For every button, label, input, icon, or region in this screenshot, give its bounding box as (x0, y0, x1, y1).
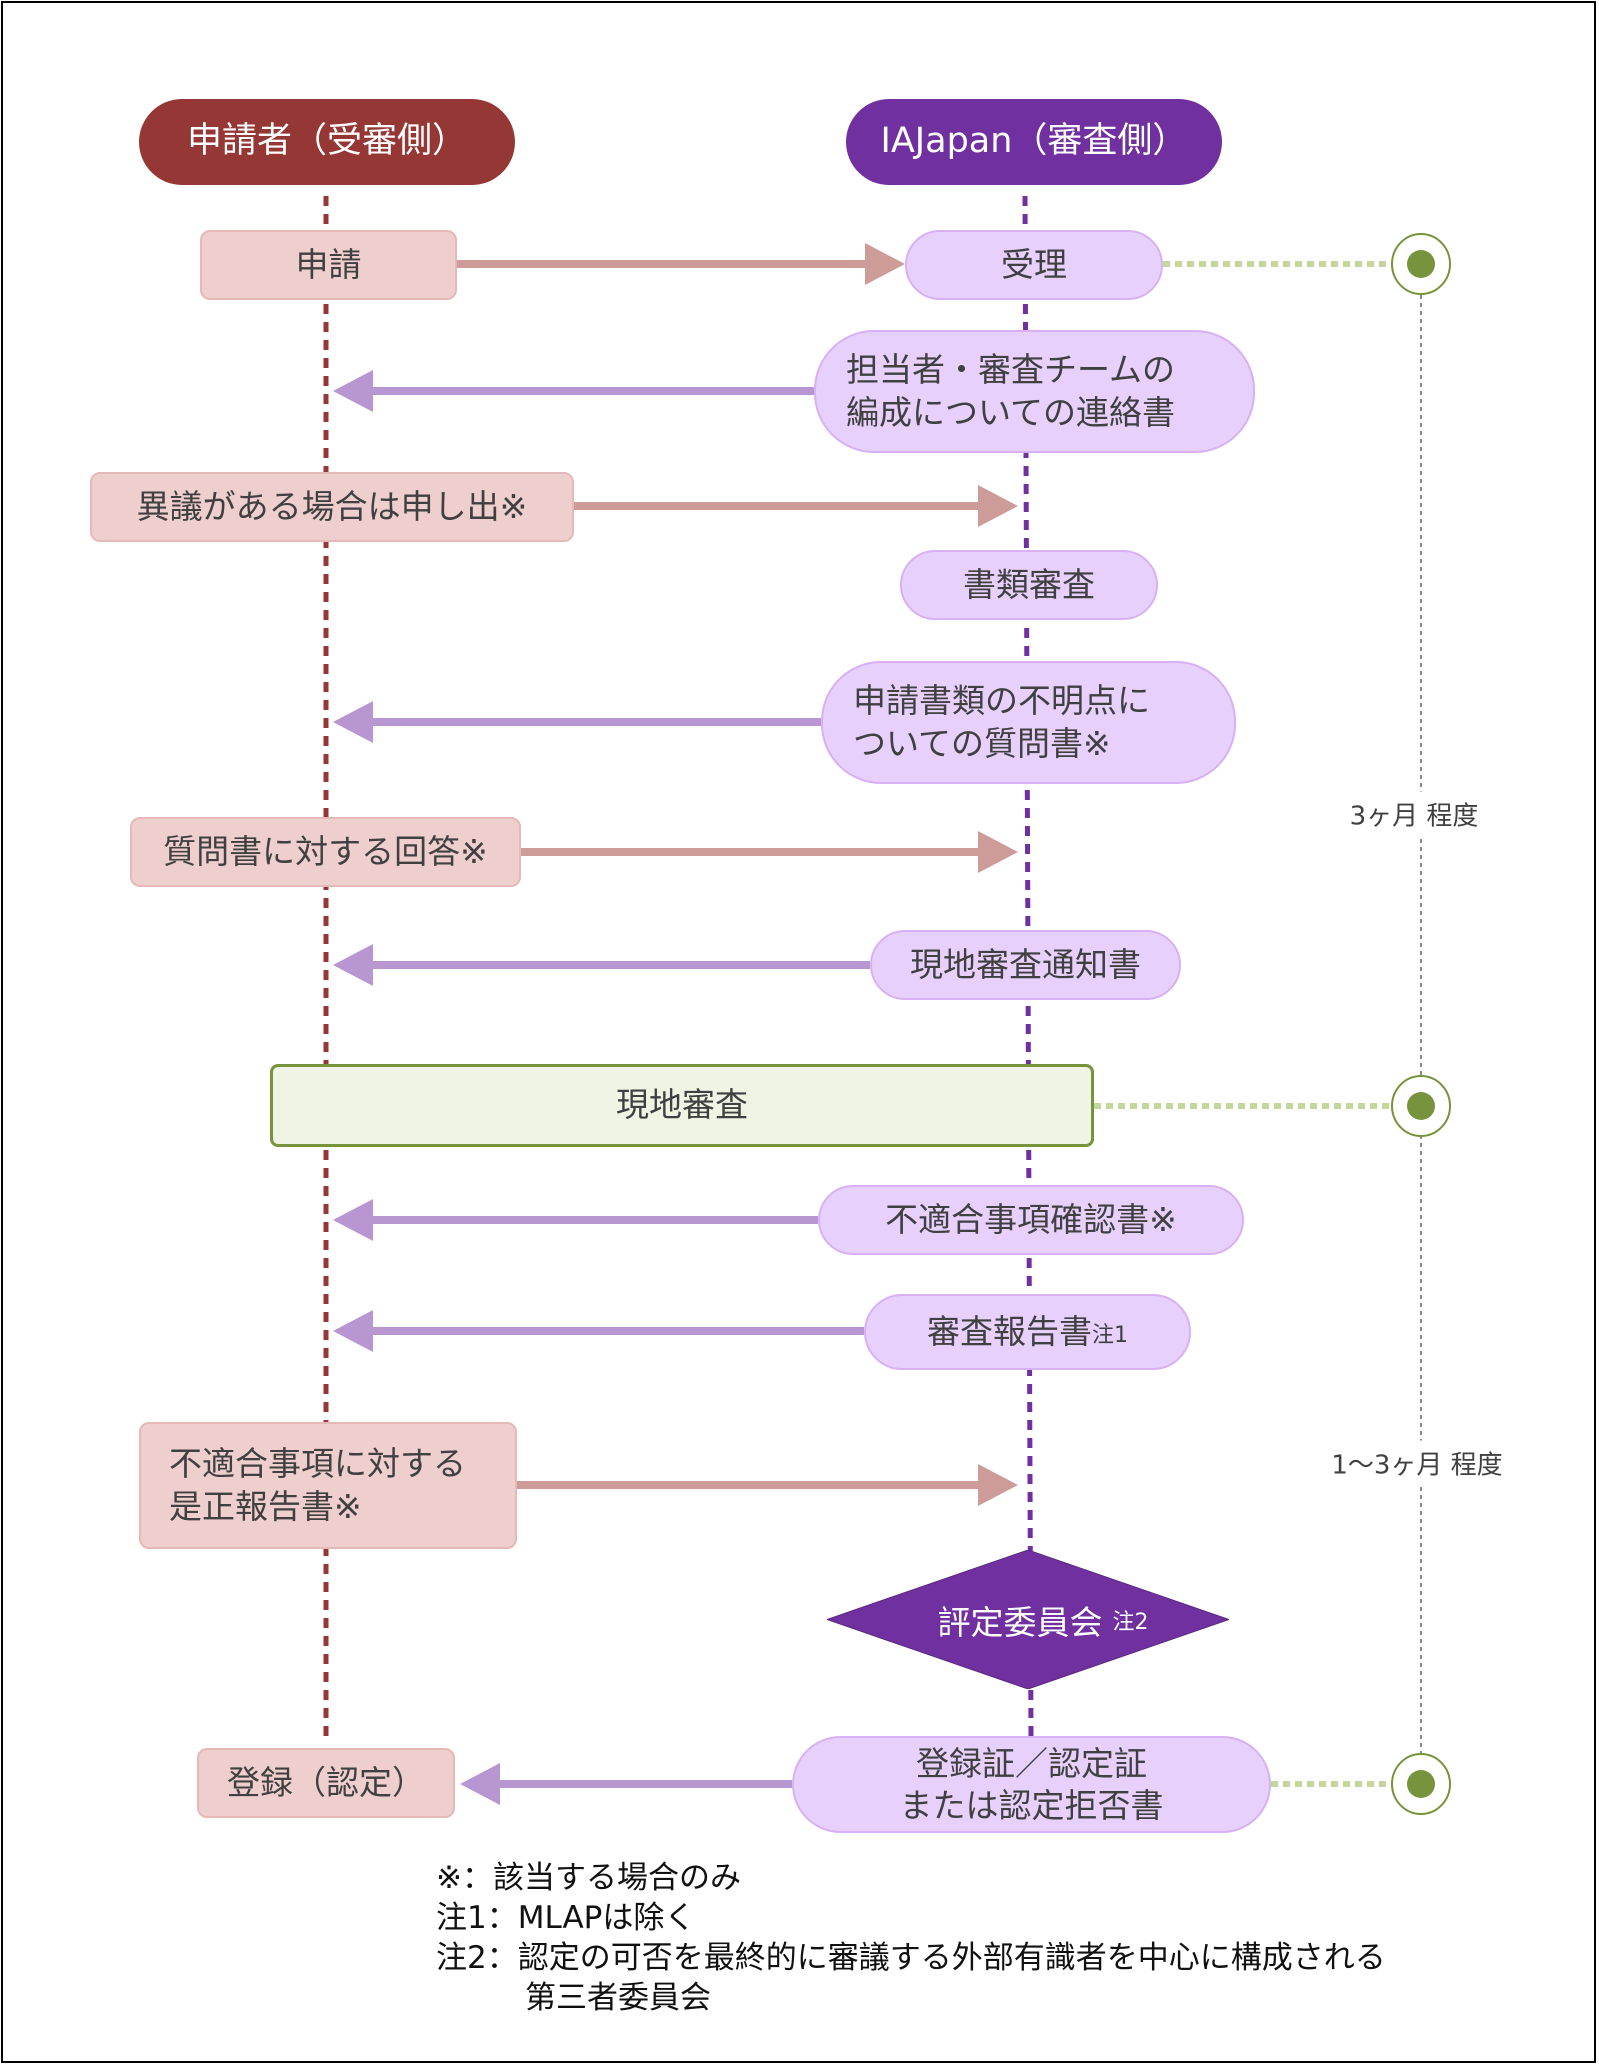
step-label: 受理 (1001, 244, 1067, 284)
duration-second: 1～3ヶ月 程度 (1331, 1440, 1503, 1486)
step-onsite: 現地審査 (270, 1064, 1094, 1147)
step-label: 現地審査通知書 (910, 944, 1141, 984)
step-report: 審査報告書注1 (864, 1294, 1191, 1370)
step-label: 編成についての連絡書 (846, 392, 1176, 432)
milestone-dot-icon (1407, 250, 1435, 278)
arrow-objection-arrowhead-icon (978, 485, 1018, 527)
iajapan-header-label: IAJapan（審査側） (880, 121, 1188, 162)
step-label: 審査報告書 (927, 1311, 1092, 1351)
applicant-header-label: 申請者（受審側） (186, 121, 467, 162)
step-label: 申請 (295, 244, 362, 284)
step-committee: 評定委員会注2 (827, 1550, 1229, 1689)
note-ref: 注2 (1112, 1609, 1149, 1635)
step-label: 異議がある場合は申し出※ (136, 486, 528, 526)
diamond-shape (827, 1550, 1229, 1689)
arrow-certificate-arrowhead-icon (460, 1763, 500, 1805)
step-label: 質問書に対する回答※ (163, 831, 488, 871)
step-nc-confirm: 不適合事項確認書※ (818, 1185, 1244, 1255)
step-apply: 申請 (200, 230, 457, 300)
step-label: ついての質問書※ (853, 723, 1111, 763)
step-label: 評定委員会 (937, 1602, 1103, 1642)
step-corrective: 不適合事項に対する是正報告書※ (139, 1422, 517, 1549)
arrow-onsite-notice-arrowhead-icon (333, 944, 373, 986)
step-label: 登録（認定） (227, 1762, 425, 1802)
note-2-cont: 第三者委員会 (525, 1980, 711, 2016)
iajapan-header: IAJapan（審査側） (846, 99, 1222, 185)
step-registration: 登録（認定） (197, 1748, 455, 1818)
step-label: 不適合事項確認書※ (885, 1199, 1177, 1239)
arrow-report-arrowhead-icon (333, 1310, 373, 1352)
step-doc-review: 書類審査 (900, 550, 1158, 620)
step-label: 書類審査 (963, 564, 1095, 604)
arrow-team-notice-arrowhead-icon (333, 370, 373, 412)
step-question: 申請書類の不明点についての質問書※ (821, 661, 1236, 784)
step-label: 現地審査 (616, 1085, 748, 1125)
note-2: 注2：認定の可否を最終的に審議する外部有識者を中心に構成される (436, 1940, 1386, 1976)
note-1: 注1：MLAPは除く (436, 1900, 696, 1936)
step-answer: 質問書に対する回答※ (130, 817, 521, 887)
arrow-question-arrowhead-icon (333, 701, 373, 743)
step-onsite-notice: 現地審査通知書 (870, 930, 1181, 1000)
note-asterisk: ※：該当する場合のみ (436, 1860, 741, 1896)
step-team-notice: 担当者・審査チームの編成についての連絡書 (814, 330, 1255, 453)
step-objection: 異議がある場合は申し出※ (90, 472, 574, 542)
arrow-apply-arrowhead-icon (865, 243, 905, 285)
applicant-header: 申請者（受審側） (139, 99, 515, 185)
step-label: または認定拒否書 (899, 1785, 1164, 1825)
milestone-dot-icon (1407, 1770, 1435, 1798)
milestone-dot-icon (1407, 1092, 1435, 1120)
step-label: 申請書類の不明点に (853, 680, 1150, 720)
step-label: 不適合事項に対する (169, 1443, 466, 1483)
arrow-answer-arrowhead-icon (978, 831, 1018, 873)
note-ref: 注1 (1092, 1322, 1128, 1348)
duration-first: 3ヶ月 程度 (1349, 791, 1479, 837)
step-label: 是正報告書※ (169, 1486, 362, 1526)
step-certificate: 登録証／認定証または認定拒否書 (792, 1736, 1271, 1833)
step-label: 担当者・審査チームの (846, 349, 1176, 389)
arrow-corrective-arrowhead-icon (978, 1464, 1018, 1506)
step-receive: 受理 (905, 230, 1163, 300)
arrow-nc-confirm-arrowhead-icon (333, 1199, 373, 1241)
step-label: 登録証／認定証 (916, 1744, 1147, 1784)
